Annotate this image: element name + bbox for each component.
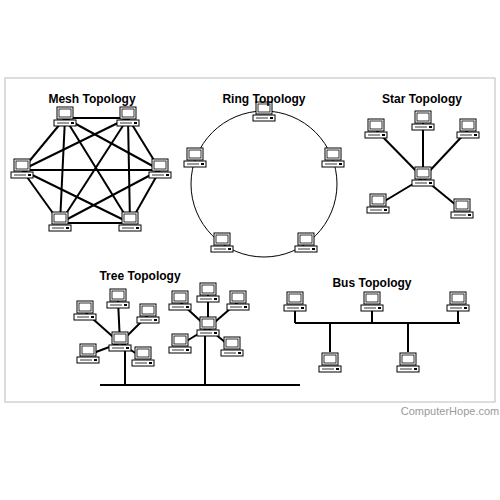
- computer-icon: [447, 292, 469, 311]
- computer-icon: [221, 337, 243, 356]
- computer-icon: [284, 292, 306, 311]
- computer-icon: [107, 289, 129, 308]
- bus-drop: [329, 323, 331, 352]
- mesh-link: [65, 117, 128, 119]
- computer-icon: [412, 111, 434, 130]
- computer-icon: [397, 353, 419, 372]
- computer-icon: [119, 212, 141, 231]
- hub-computer-icon: [109, 332, 131, 351]
- topology-title: Bus Topology: [332, 276, 411, 290]
- computer-icon: [77, 344, 99, 363]
- hub-computer-icon: [197, 317, 219, 336]
- topology-title: Star Topology: [382, 92, 462, 106]
- frame: [5, 78, 495, 402]
- computer-icon: [54, 107, 76, 126]
- computer-icon: [74, 301, 96, 320]
- computer-icon: [197, 283, 219, 302]
- computer-icon: [169, 334, 191, 353]
- topology-title: Tree Topology: [99, 269, 180, 283]
- bus-cable: [295, 322, 460, 324]
- computer-icon: [367, 194, 389, 213]
- computer-icon: [49, 212, 71, 231]
- computer-icon: [169, 291, 191, 310]
- computer-icon: [322, 148, 344, 167]
- topology-title: Mesh Topology: [48, 92, 135, 106]
- watermark: ComputerHope.com: [401, 405, 499, 417]
- star-links: [376, 122, 468, 210]
- tree-backbone: [100, 384, 300, 386]
- tree-drop: [204, 330, 206, 385]
- computer-icon: [457, 119, 479, 138]
- computer-icon: [149, 159, 171, 178]
- computer-icon: [11, 159, 33, 178]
- topology-title: Ring Topology: [222, 92, 305, 106]
- mesh-link: [60, 170, 160, 223]
- mesh-link: [60, 222, 130, 224]
- computer-icon: [211, 233, 233, 252]
- computer-icon: [295, 233, 317, 252]
- computer-icon: [132, 347, 154, 366]
- computer-icon: [184, 148, 206, 167]
- bus-drop: [407, 323, 409, 352]
- computer-icon: [137, 304, 159, 323]
- mesh-link: [22, 169, 160, 171]
- computer-icon: [451, 199, 473, 218]
- computer-icon: [117, 107, 139, 126]
- hub-computer-icon: [412, 167, 434, 186]
- computer-icon: [365, 119, 387, 138]
- computer-icon: [319, 353, 341, 372]
- ring-cable: [191, 111, 337, 257]
- computer-icon: [361, 292, 383, 311]
- computer-icon: [227, 291, 249, 310]
- bus-links: [295, 305, 460, 352]
- mesh-links: [22, 118, 160, 223]
